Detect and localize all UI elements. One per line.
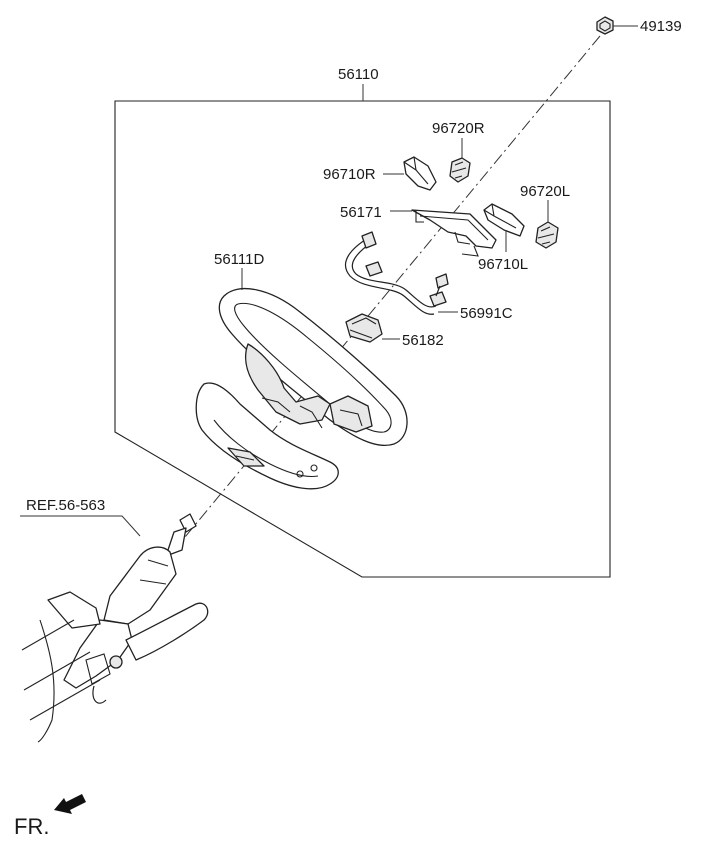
module-56182[interactable] <box>345 313 383 343</box>
bracket-56171[interactable] <box>411 209 497 257</box>
label-96710R: 96710R <box>323 166 376 183</box>
switch-cover-96710L[interactable] <box>483 203 525 237</box>
label-96710L: 96710L <box>478 256 528 273</box>
label-96720L: 96720L <box>520 183 570 200</box>
label-96720R: 96720R <box>432 120 485 137</box>
label-ref-56563: REF.56-563 <box>26 497 105 514</box>
switch-96720L[interactable] <box>535 221 559 249</box>
switch-cover-96710R[interactable] <box>403 156 437 191</box>
label-56991C: 56991C <box>460 305 513 322</box>
front-label: FR. <box>14 814 49 839</box>
wiring-harness-56991C[interactable] <box>344 231 449 315</box>
leader-ref-56563 <box>20 515 141 537</box>
switch-96720R[interactable] <box>449 157 471 183</box>
label-56110: 56110 <box>338 66 379 83</box>
center-axis-line <box>165 35 601 561</box>
nut-49139[interactable] <box>596 16 614 35</box>
front-direction-marker: FR. <box>14 794 86 839</box>
steering-column[interactable] <box>21 513 209 743</box>
arrow-down-left-icon <box>54 794 86 814</box>
label-56171: 56171 <box>340 204 382 221</box>
assembly-box-outline <box>114 100 611 578</box>
steering-wheel-lower-cover[interactable] <box>195 382 339 490</box>
label-56111D: 56111D <box>214 251 264 268</box>
steering-wheel-56111D[interactable] <box>218 288 408 446</box>
label-49139: 49139 <box>640 18 682 35</box>
label-56182: 56182 <box>402 332 444 349</box>
